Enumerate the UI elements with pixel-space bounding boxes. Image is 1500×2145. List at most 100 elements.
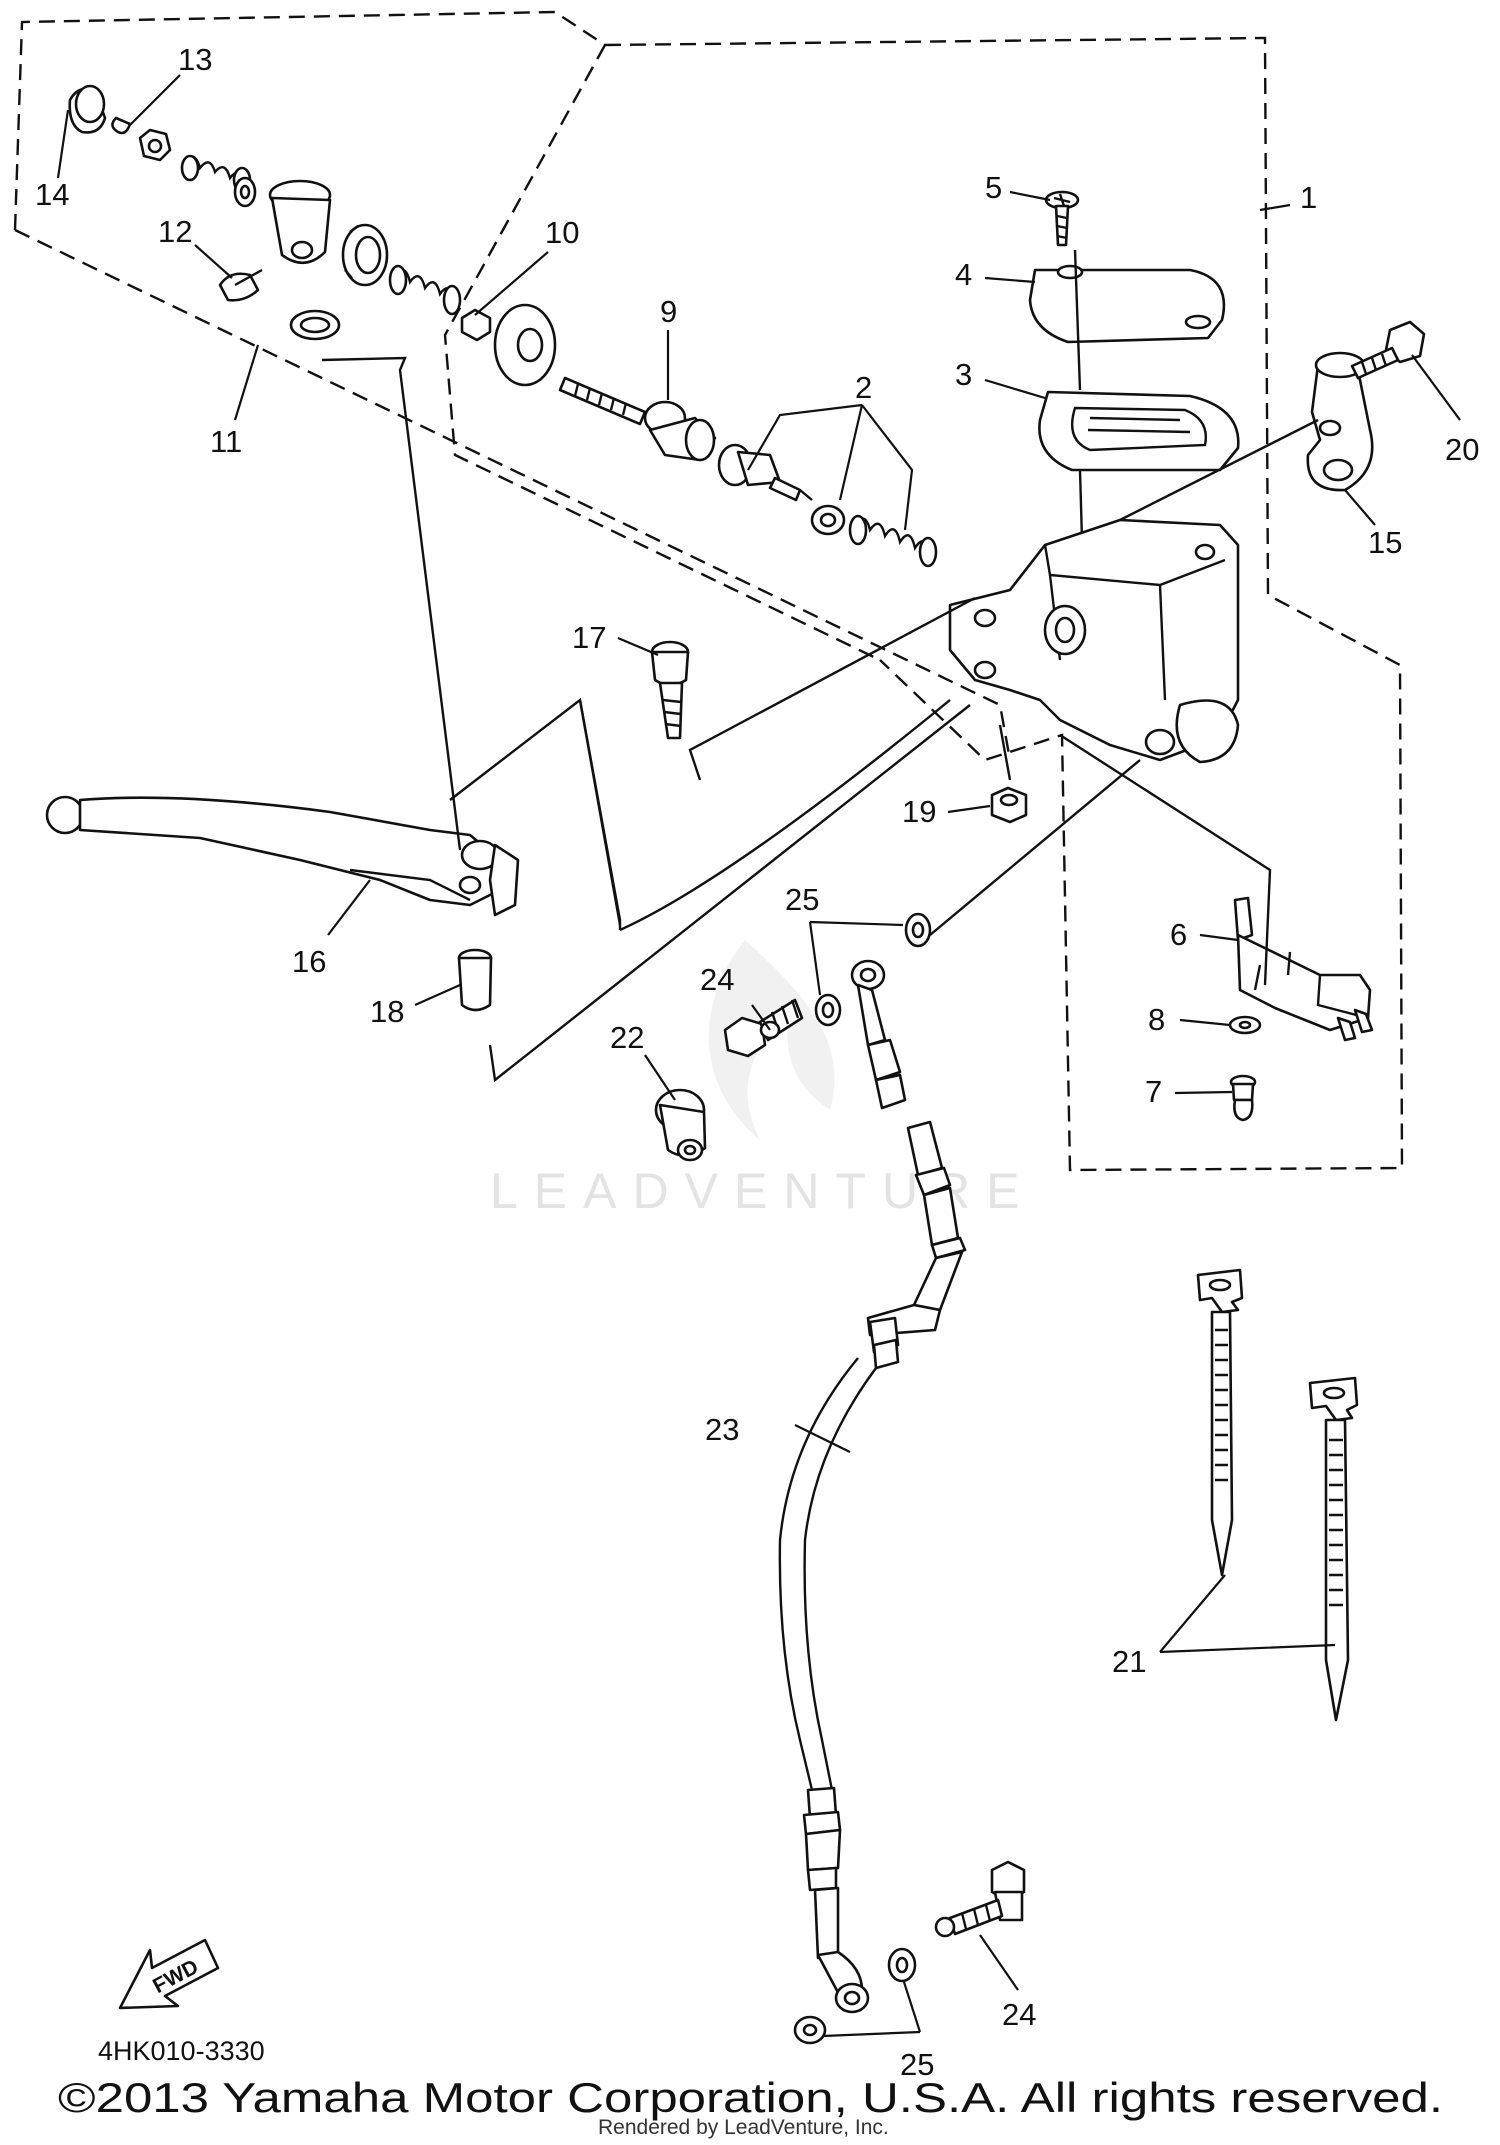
leader-4 bbox=[984, 276, 1036, 284]
nut-10 bbox=[460, 308, 492, 342]
circlip-13 bbox=[111, 116, 132, 135]
rendered-by-notice: Rendered by LeadVenture, Inc. bbox=[598, 2116, 889, 2139]
leader-17 bbox=[617, 636, 659, 657]
callout-20: 20 bbox=[1445, 432, 1479, 467]
leader-13 bbox=[129, 74, 181, 126]
leader-6 bbox=[1199, 933, 1239, 942]
callout-21: 21 bbox=[1112, 1644, 1146, 1679]
leader-8 bbox=[1179, 1018, 1231, 1027]
bushing-alignment bbox=[488, 704, 971, 1083]
assembly-boundary-master-cylinder bbox=[604, 36, 1404, 1172]
fitting-cover-22 bbox=[654, 1088, 707, 1162]
cup-2 bbox=[810, 504, 846, 536]
pivot-bolt-17 bbox=[650, 640, 690, 740]
dust-boot-14 bbox=[68, 84, 107, 134]
leader-18 bbox=[414, 983, 461, 1007]
hose-alignment bbox=[929, 759, 1141, 936]
diaphragm-3 bbox=[1038, 390, 1240, 472]
callout-9: 9 bbox=[660, 294, 677, 329]
callout-10: 10 bbox=[545, 215, 579, 250]
callout-25a: 25 bbox=[785, 882, 819, 917]
clamp-bolt-20 bbox=[1350, 320, 1426, 380]
washer-8 bbox=[1228, 1015, 1262, 1035]
switch-screw-7 bbox=[1229, 1074, 1257, 1122]
leader-1 bbox=[1259, 203, 1291, 212]
reservoir-cap-4 bbox=[1028, 264, 1226, 344]
callout-6: 6 bbox=[1170, 917, 1187, 952]
bushing-18 bbox=[457, 948, 493, 1012]
callout-12: 12 bbox=[158, 214, 192, 249]
callout-24a: 24 bbox=[700, 962, 734, 997]
adjuster-body bbox=[268, 179, 332, 265]
leader-20 bbox=[1411, 354, 1461, 421]
leader-7 bbox=[1174, 1090, 1233, 1095]
leader-22 bbox=[644, 1054, 676, 1101]
leader-14 bbox=[56, 109, 70, 179]
pivot-bolt-alignment bbox=[688, 596, 976, 781]
leader-25b bbox=[822, 1981, 922, 2038]
brake-hose-23 bbox=[778, 959, 967, 2014]
cable-tie-21b bbox=[1308, 1376, 1359, 1722]
callout-13: 13 bbox=[178, 42, 212, 77]
nut-alignment bbox=[998, 724, 1012, 781]
callout-2: 2 bbox=[855, 370, 872, 405]
crush-washer-25c bbox=[887, 1947, 917, 1983]
callout-7: 7 bbox=[1145, 1074, 1162, 1109]
callout-1: 1 bbox=[1300, 180, 1317, 215]
boot-washer bbox=[493, 303, 557, 387]
lever-pivot-zigzag-b bbox=[578, 699, 622, 926]
piston-assembly-2 bbox=[717, 443, 813, 502]
adjuster-knob bbox=[341, 223, 389, 287]
leader-19 bbox=[947, 804, 991, 814]
assembly-boundary-lever-kit bbox=[13, 10, 1012, 761]
callout-23: 23 bbox=[705, 1412, 739, 1447]
callout-3: 3 bbox=[955, 357, 972, 392]
o-ring-11 bbox=[289, 309, 341, 341]
leader-2 bbox=[747, 403, 914, 531]
leader-16 bbox=[327, 879, 371, 936]
callout-24b: 24 bbox=[1002, 1997, 1036, 2032]
leader-12 bbox=[194, 244, 233, 279]
leader-25a bbox=[808, 920, 904, 996]
leader-15 bbox=[1344, 489, 1376, 526]
leader-24a bbox=[751, 1004, 771, 1031]
copyright-notice: ©2013 Yamaha Motor Corporation, U.S.A. A… bbox=[58, 2074, 1443, 2121]
forward-arrow-icon: FWD bbox=[118, 1938, 220, 2010]
callout-19: 19 bbox=[902, 794, 936, 829]
spring-large bbox=[848, 514, 938, 568]
brake-lever-16 bbox=[45, 795, 520, 917]
callout-11: 11 bbox=[210, 424, 242, 459]
spring-medium bbox=[388, 264, 462, 316]
master-cylinder-body bbox=[948, 518, 1240, 764]
watermark-logo bbox=[708, 940, 835, 1140]
leader-23 bbox=[794, 1424, 851, 1453]
brake-switch-6 bbox=[1233, 896, 1374, 1042]
cap-screw-5 bbox=[1044, 190, 1080, 247]
lever-kit-alignment-line bbox=[321, 356, 462, 851]
crush-washer-25b bbox=[814, 993, 842, 1027]
e-clip-12 bbox=[218, 268, 263, 302]
cap-alignment-line bbox=[1073, 249, 1084, 541]
pivot-nut-19 bbox=[990, 786, 1028, 824]
callout-8: 8 bbox=[1148, 1002, 1165, 1037]
callout-5: 5 bbox=[985, 170, 1002, 205]
callout-17: 17 bbox=[572, 620, 606, 655]
switch-alignment bbox=[1059, 733, 1272, 986]
leader-3 bbox=[984, 378, 1046, 400]
crush-washer-25d bbox=[793, 2015, 827, 2045]
leader-21 bbox=[1159, 1574, 1336, 1654]
leader-10 bbox=[474, 251, 549, 316]
cable-tie-21a bbox=[1196, 1268, 1244, 1577]
leader-11 bbox=[233, 344, 260, 421]
washer-small bbox=[233, 176, 257, 208]
leader-5 bbox=[1009, 190, 1051, 202]
nut-13b bbox=[138, 128, 172, 162]
handlebar-clamp-15 bbox=[1306, 351, 1374, 492]
crush-washer-25a bbox=[904, 912, 932, 948]
callout-18: 18 bbox=[370, 994, 404, 1029]
assembly-boundary-piston-kit bbox=[443, 44, 881, 662]
lever-rod-line bbox=[619, 699, 951, 932]
callout-4: 4 bbox=[955, 257, 972, 292]
